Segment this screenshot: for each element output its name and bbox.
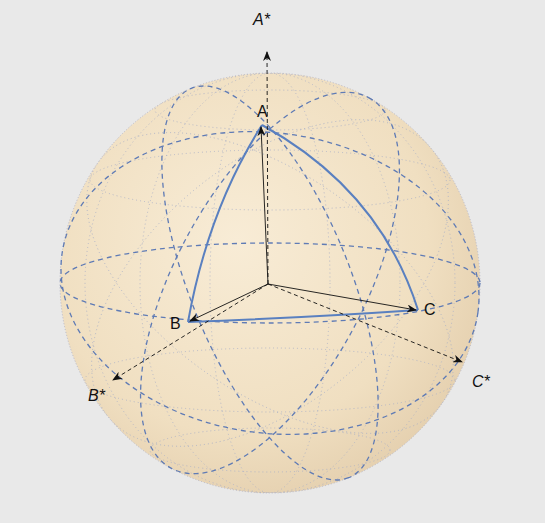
dotted-grid — [32, 56, 508, 510]
polar-label: C* — [472, 374, 490, 390]
polar-label: A* — [253, 12, 270, 28]
vertex-label: A — [257, 104, 268, 120]
great-circles — [41, 53, 499, 513]
polar-label: B* — [88, 388, 105, 404]
position-vectors — [190, 127, 416, 321]
sphere-rim — [60, 73, 480, 493]
vertex-label: B — [170, 316, 181, 332]
sphere — [60, 73, 480, 493]
vertex-label: C — [424, 302, 436, 318]
polar-vectors — [113, 52, 462, 380]
spherical-triangle — [188, 125, 418, 322]
